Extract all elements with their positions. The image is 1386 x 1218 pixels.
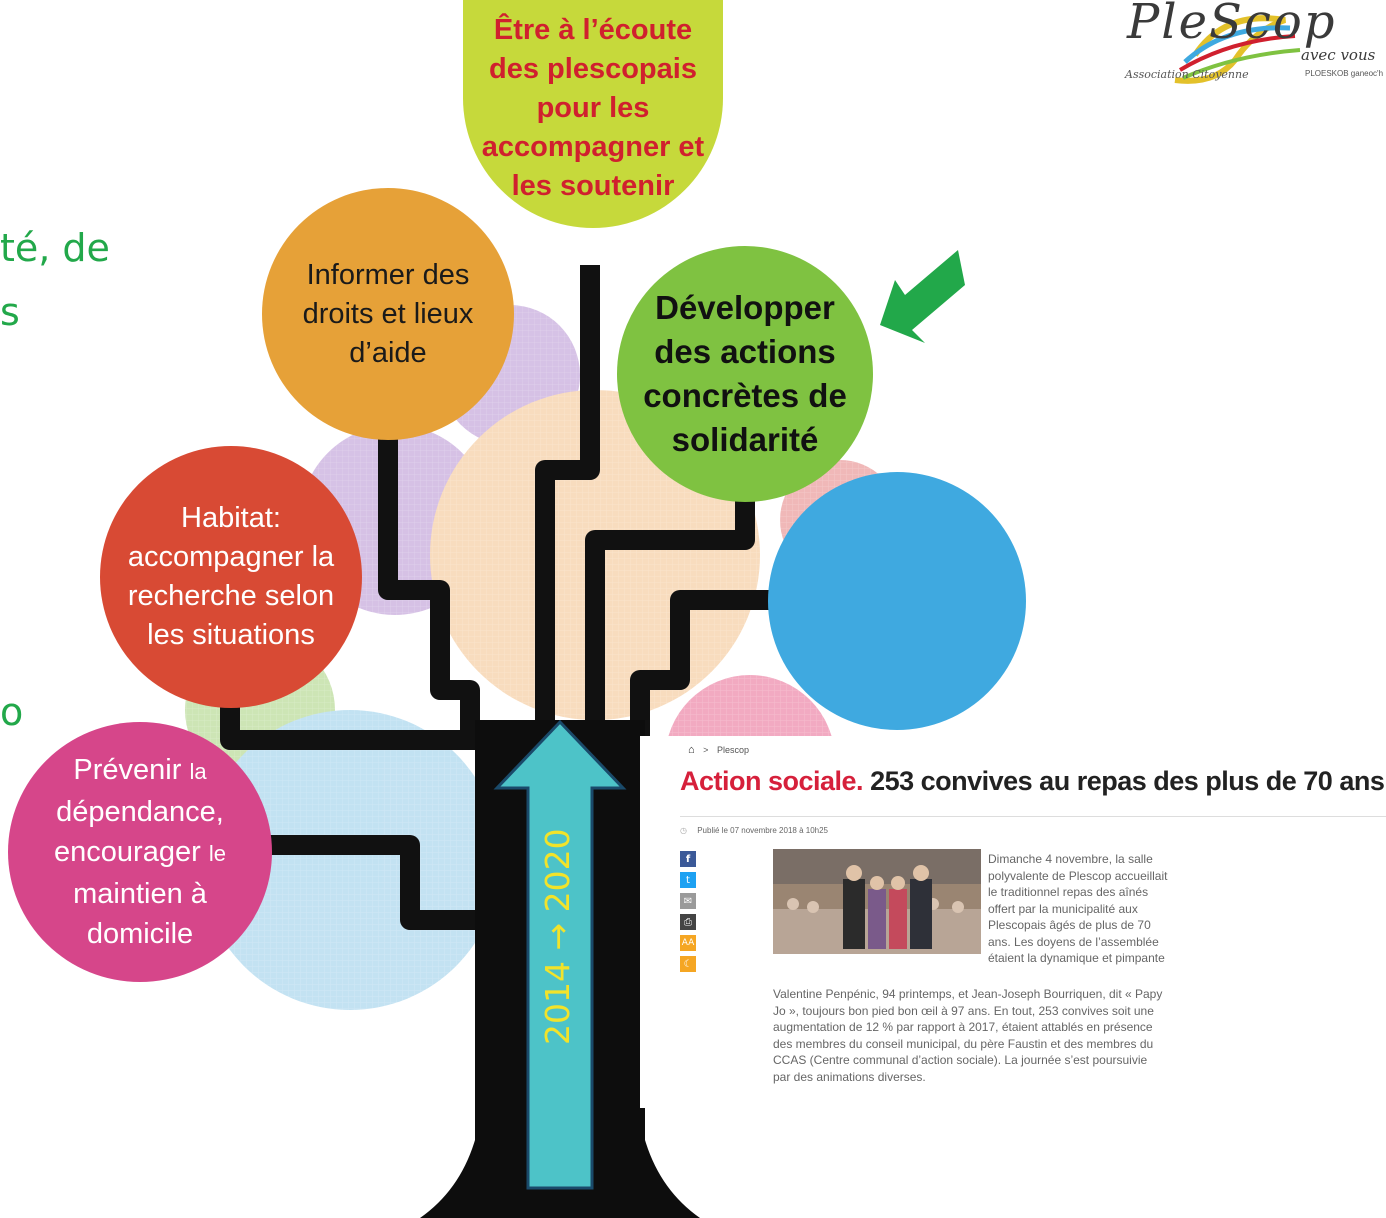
breadcrumb-plescop[interactable]: Plescop	[716, 745, 749, 755]
trunk-arrow	[493, 719, 627, 1190]
logo-main-text: PleScop	[1127, 0, 1337, 50]
news-article-clipping: ⌂ > Plescop Action sociale. 253 convives…	[640, 736, 1386, 1108]
article-title-category: Action sociale.	[680, 766, 864, 796]
published-date: ◷ Publié le 07 novembre 2018 à 10h25	[680, 826, 828, 835]
trunk-start-year: 2014	[538, 961, 577, 1045]
prevenir-line-2: dépendance,	[56, 796, 224, 828]
breadcrumb-separator: >	[703, 745, 709, 755]
font-size-icon[interactable]: AA	[680, 935, 696, 951]
habitat-line-1: Habitat:	[181, 502, 281, 534]
prevenir-la: la	[189, 759, 207, 784]
article-paragraph-full: Valentine Penpénic, 94 printemps, et Jea…	[773, 986, 1203, 1085]
twitter-icon[interactable]: t	[680, 872, 696, 888]
circle-developper: Développer des actions concrètes de soli…	[617, 246, 873, 502]
logo-breton-text: PLOESKOB ganeoc'h	[1305, 69, 1384, 78]
prevenir-le: le	[208, 841, 226, 866]
circle-prevenir: Prévenir la dépendance, encourager le ma…	[8, 722, 272, 982]
ecoute-line-2: des plescopais	[489, 52, 697, 85]
prevenir-encourager: encourager	[54, 836, 201, 868]
tree-branches	[220, 265, 775, 930]
full-line-6: par des animations diverses.	[773, 1069, 926, 1084]
prevenir-word: Prévenir	[73, 754, 182, 786]
side-line-3: le traditionnel repas des aînés	[988, 885, 1149, 899]
article-photo	[773, 849, 981, 954]
developper-line-2: des actions	[654, 333, 836, 370]
logo-assoc-text: Association Citoyenne	[1125, 68, 1249, 81]
developper-line-1: Développer	[655, 289, 835, 326]
print-icon[interactable]: ⎙	[680, 914, 696, 930]
side-line-6: ans. Les doyens de l’assemblée	[988, 934, 1159, 949]
night-mode-icon[interactable]: ☾	[680, 956, 696, 972]
ecoute-line-5: les soutenir	[511, 169, 675, 202]
informer-line-3: d’aide	[349, 336, 427, 369]
circle-ecoute: Être à l’écoute des plescopais pour les …	[463, 0, 723, 228]
logo-swoosh	[1174, 15, 1301, 84]
full-line-2: Jo », toujours bon pied bon œil à 97 ans…	[773, 1003, 1154, 1018]
circle-informer: Informer des droits et lieux d’aide	[262, 188, 514, 440]
habitat-line-2: accompagner la	[127, 541, 335, 573]
side-line-5: Plescopais âgés de plus de 70	[988, 918, 1151, 932]
ecoute-line-4: accompagner et	[481, 130, 705, 163]
article-paragraph-side: Dimanche 4 novembre, la salle polyvalent…	[988, 851, 1188, 967]
developper-line-4: solidarité	[671, 421, 819, 458]
published-text: Publié le 07 novembre 2018 à 10h25	[697, 826, 828, 835]
facebook-icon[interactable]: f	[680, 851, 696, 867]
article-title: Action sociale. 253 convives au repas de…	[680, 766, 1386, 797]
trunk-end-year: 2020	[538, 828, 577, 913]
left-fragment-2: s	[0, 290, 20, 334]
informer-line-1: Informer des	[306, 258, 470, 291]
ecoute-line-3: pour les	[536, 91, 650, 124]
mail-icon[interactable]: ✉	[680, 893, 696, 909]
left-fragment-1: té, de	[0, 226, 110, 270]
article-photo-image	[773, 849, 981, 954]
side-line-4: offert par la municipalité aux	[988, 901, 1138, 916]
full-line-5: CCAS (Centre communal d’action sociale).…	[773, 1053, 1148, 1067]
side-line-1: Dimanche 4 novembre, la salle	[988, 852, 1153, 866]
trunk-year-label: 2014 → 2020	[538, 828, 578, 1045]
habitat-line-4: les situations	[147, 619, 315, 651]
breadcrumb: ⌂ > Plescop	[688, 744, 749, 756]
developper-line-3: concrètes de	[643, 377, 847, 414]
title-divider	[680, 816, 1386, 817]
left-fragment-3: o	[0, 690, 24, 734]
side-line-7: étaient la dynamique et pimpante	[988, 951, 1165, 965]
habitat-line-3: recherche selon	[127, 580, 335, 612]
logo-sub-text: avec vous	[1301, 46, 1376, 64]
full-line-3: augmentation de 12 % par rapport à 2017,…	[773, 1020, 1153, 1034]
arrow-right-icon: →	[538, 912, 577, 951]
informer-line-2: droits et lieux	[302, 297, 474, 330]
ecoute-line-1: Être à l’écoute	[493, 13, 693, 46]
home-icon[interactable]: ⌂	[688, 744, 695, 756]
side-line-2: polyvalente de Plescop accueillait	[988, 868, 1168, 883]
plescop-logo: PleScop avec vous Association Citoyenne …	[1115, 0, 1386, 95]
full-line-1: Valentine Penpénic, 94 printemps, et Jea…	[773, 987, 1163, 1001]
prevenir-line-4: maintien à	[73, 878, 207, 910]
prevenir-line-5: domicile	[86, 918, 194, 950]
circle-habitat: Habitat: accompagner la recherche selon …	[100, 446, 362, 708]
clock-icon: ◷	[680, 826, 687, 835]
article-title-text: 253 convives au repas des plus de 70 ans	[863, 766, 1385, 796]
circle-blue-empty	[768, 472, 1026, 730]
pointer-arrow	[880, 250, 965, 343]
full-line-4: des membres du conseil municipal, du pèr…	[773, 1036, 1154, 1051]
